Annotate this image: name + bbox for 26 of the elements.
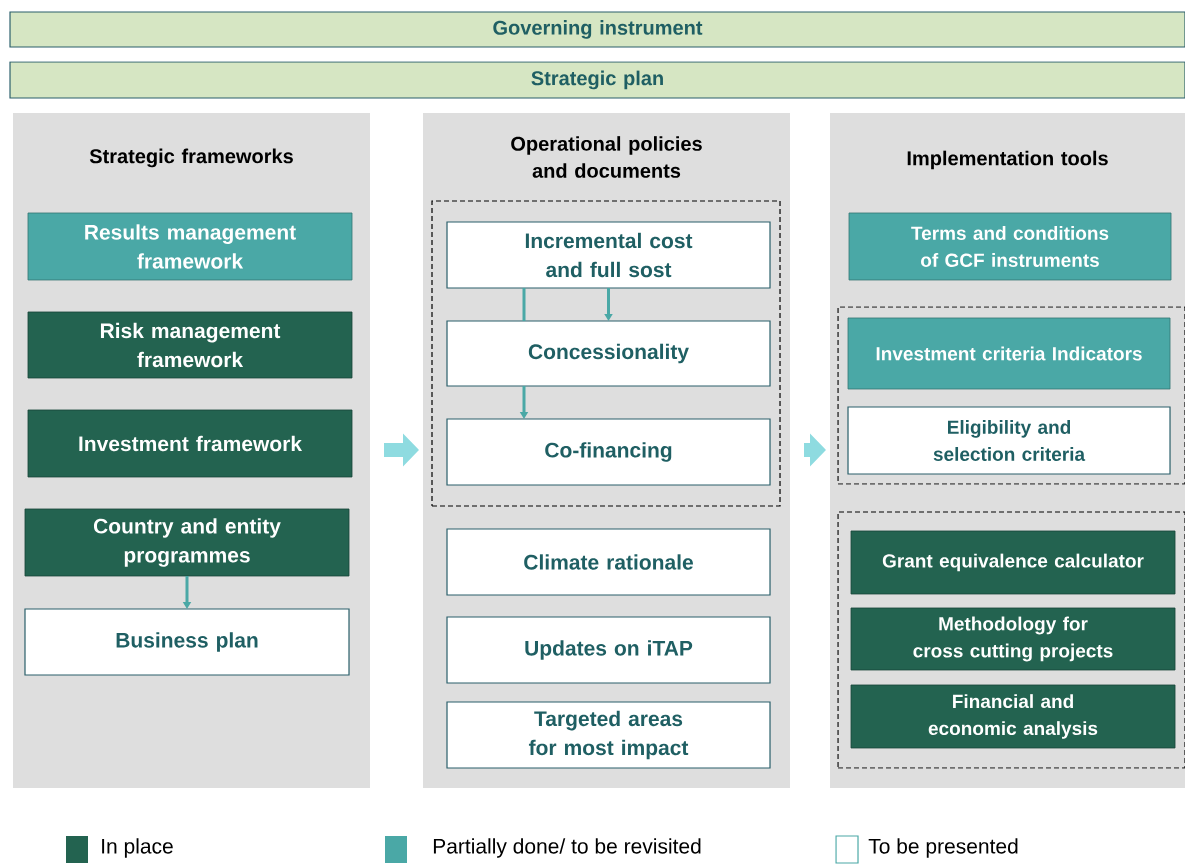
- status-box: Investment framework: [27, 409, 353, 478]
- status-box: Eligibility and selection criteria: [847, 406, 1171, 475]
- arrow: [604, 288, 613, 321]
- status-box: Climate rationale: [446, 528, 771, 596]
- status-box: Investment criteria Indicators: [847, 317, 1171, 390]
- legend-label: Partially done/ to be revisited: [433, 838, 701, 858]
- legend-label: To be presented: [868, 838, 1018, 858]
- dashed-group-box: [837, 306, 1185, 485]
- status-box: Co-financing: [446, 418, 771, 486]
- band: Strategic plan: [9, 61, 1185, 99]
- status-box: Financial and economic analysis: [850, 684, 1176, 749]
- status-box: Methodology for cross cutting projects: [850, 607, 1176, 671]
- status-box: Incremental cost and full sost: [446, 221, 771, 289]
- legend-label: In place: [102, 838, 173, 858]
- dashed-group-box: [837, 511, 1185, 769]
- status-box: Results management framework: [27, 212, 353, 281]
- status-box: Business plan: [24, 608, 350, 676]
- band: Governing instrument: [9, 11, 1185, 48]
- status-box: Targeted areas for most impact: [446, 701, 771, 769]
- status-box: Terms and conditions of GCF instruments: [848, 212, 1172, 281]
- dashed-group-box: [431, 200, 781, 507]
- status-box: Country and entity programmes: [24, 508, 350, 577]
- status-box: Concessionality: [446, 320, 771, 387]
- status-box: Risk management framework: [27, 311, 353, 379]
- status-box: Updates on iTAP: [446, 616, 771, 684]
- status-box: Grant equivalence calculator: [850, 530, 1176, 595]
